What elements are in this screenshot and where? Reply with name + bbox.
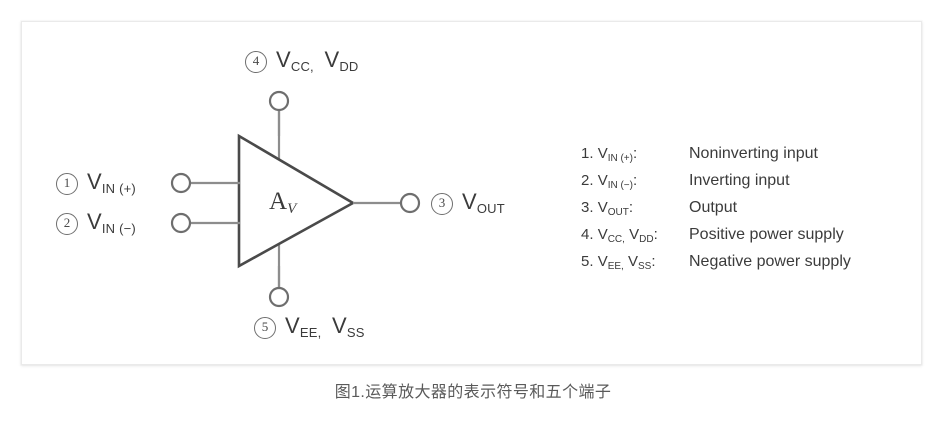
- terminal-number-5: 5: [254, 317, 276, 339]
- vcc-base: V: [276, 47, 291, 72]
- terminal-circle-vout: [399, 192, 421, 214]
- vin-plus-subscript: IN (+): [101, 181, 136, 196]
- legend-description-3: Output: [689, 199, 738, 216]
- gain-subscript: V: [287, 201, 297, 217]
- legend-key-1: 1. VIN (+):: [581, 145, 689, 164]
- legend-key-5: 5. VEE, VSS:: [581, 253, 689, 272]
- vout-base: V: [462, 189, 477, 214]
- legend-index-5: 5.: [581, 253, 594, 270]
- legend-symbol-base-4: V: [597, 226, 608, 243]
- vout-subscript: OUT: [476, 201, 505, 216]
- gain-base: A: [269, 188, 288, 215]
- legend-index-2: 2.: [581, 172, 594, 189]
- terminal-number-1: 1: [56, 173, 78, 195]
- amplifier-gain-label: AV: [269, 188, 297, 217]
- legend-symbol-base-1: V: [597, 145, 608, 162]
- legend-symbol-sub-1: IN (+): [607, 153, 633, 164]
- terminal-circle-vin-plus: [170, 172, 192, 194]
- vin-minus-subscript: IN (−): [101, 221, 136, 236]
- legend-colon-4: :: [653, 226, 658, 243]
- legend-colon-5: :: [651, 253, 656, 270]
- vdd-subscript: DD: [339, 59, 359, 74]
- legend-key-3: 3. VOUT:: [581, 199, 689, 218]
- vss-base: V: [332, 313, 347, 338]
- vcc-subscript: CC,: [290, 59, 314, 74]
- legend-row: 4. VCC, VDD: Positive power supply: [581, 226, 911, 253]
- vee-base: V: [285, 313, 300, 338]
- legend-symbol-base-2: V: [597, 172, 608, 189]
- legend-symbol-sub-5: EE,: [607, 261, 624, 272]
- legend-key-2: 2. VIN (−):: [581, 172, 689, 191]
- legend-symbol-sub-3: OUT: [607, 207, 629, 218]
- legend-row: 1. VIN (+): Noninverting input: [581, 145, 911, 172]
- terminal-circle-vin-minus: [170, 212, 192, 234]
- legend-index-1: 1.: [581, 145, 594, 162]
- legend-row: 2. VIN (−): Inverting input: [581, 172, 911, 199]
- legend-symbol-base2-5: V: [628, 253, 639, 270]
- legend-symbol-base-3: V: [597, 199, 608, 216]
- terminal-number-3: 3: [431, 193, 453, 215]
- legend-colon-3: :: [628, 199, 633, 216]
- legend-key-4: 4. VCC, VDD:: [581, 226, 689, 245]
- terminal-circle-vcc: [268, 90, 290, 112]
- legend-symbol-sub2-5: SS: [638, 261, 652, 272]
- vee-subscript: EE,: [299, 325, 322, 340]
- terminal-number-2: 2: [56, 213, 78, 235]
- legend-symbol-base-5: V: [597, 253, 608, 270]
- legend-index-3: 3.: [581, 199, 594, 216]
- op-amp-schematic: [170, 90, 421, 308]
- amplifier-triangle: [237, 133, 356, 269]
- legend-index-4: 4.: [581, 226, 594, 243]
- vin-minus-base: V: [87, 209, 102, 234]
- vss-subscript: SS: [346, 325, 365, 340]
- vin-plus-base: V: [87, 169, 102, 194]
- terminal-number-4: 4: [245, 51, 267, 73]
- terminal-legend: 1. VIN (+): Noninverting input 2. VIN (−…: [581, 145, 911, 280]
- legend-symbol-sub-4: CC,: [607, 234, 625, 245]
- legend-symbol-sub-2: IN (−): [607, 180, 633, 191]
- legend-colon-2: :: [632, 172, 638, 189]
- legend-row: 5. VEE, VSS: Negative power supply: [581, 253, 911, 280]
- legend-description-5: Negative power supply: [689, 253, 851, 270]
- legend-description-4: Positive power supply: [689, 226, 844, 243]
- legend-symbol-base2-4: V: [629, 226, 640, 243]
- legend-description-2: Inverting input: [689, 172, 790, 189]
- vdd-base: V: [324, 47, 340, 72]
- legend-row: 3. VOUT: Output: [581, 199, 911, 226]
- legend-description-1: Noninverting input: [689, 145, 818, 162]
- legend-colon-1: :: [632, 145, 638, 162]
- terminal-circle-vee: [268, 286, 290, 308]
- legend-symbol-sub2-4: DD: [639, 234, 654, 245]
- figure-caption: 图1.运算放大器的表示符号和五个端子: [334, 384, 612, 401]
